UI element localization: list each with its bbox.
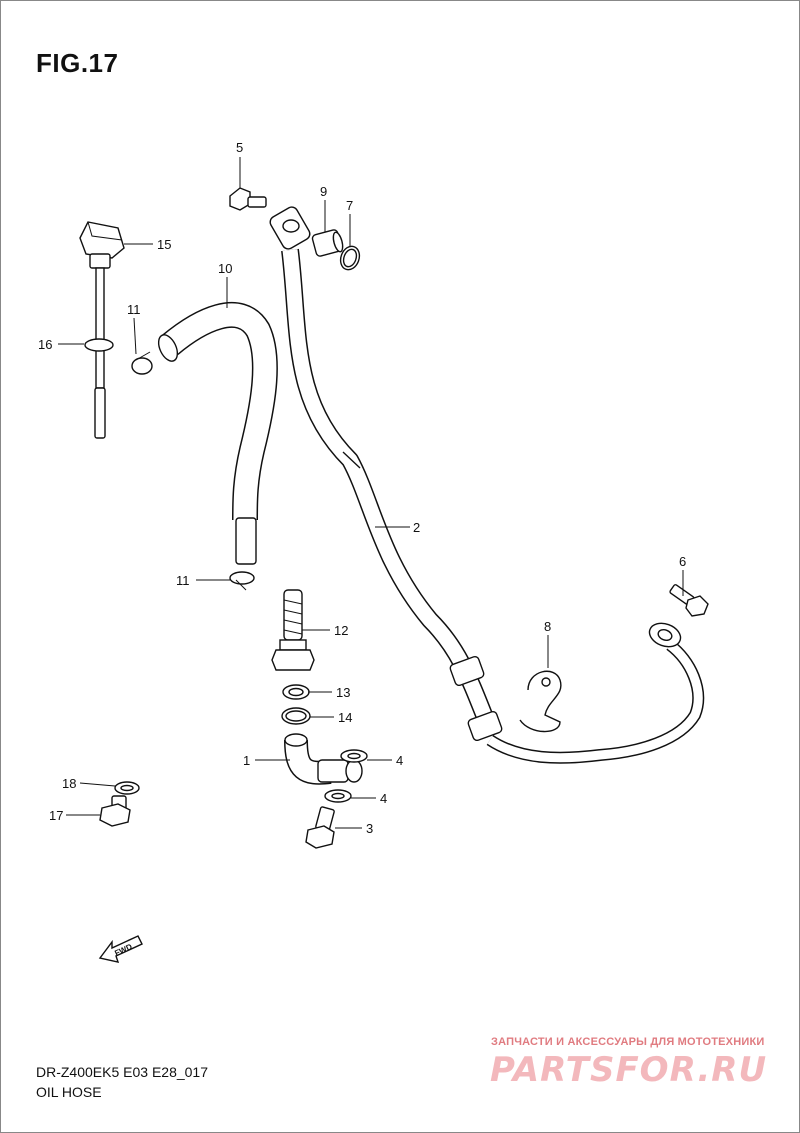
part-4-washer-upper xyxy=(340,749,368,763)
callout-4-lower: 4 xyxy=(380,791,387,806)
part-3-union-bolt xyxy=(305,806,335,849)
fwd-arrow-icon: FWD xyxy=(98,935,143,963)
leader-lines xyxy=(58,157,684,829)
part-14-hose-clamp xyxy=(281,707,311,725)
callout-8: 8 xyxy=(544,619,551,634)
callout-14: 14 xyxy=(338,710,352,725)
callout-6: 6 xyxy=(679,554,686,569)
part-10-breather-hose xyxy=(157,302,278,565)
callout-13: 13 xyxy=(336,685,350,700)
part-18-gasket xyxy=(114,781,140,795)
callout-7: 7 xyxy=(346,198,353,213)
figure-title: FIG.17 xyxy=(36,48,119,78)
part-7-o-ring xyxy=(339,245,361,271)
part-13-gasket xyxy=(282,684,310,700)
part-11-clamp-upper xyxy=(131,351,153,375)
watermark-logo: PARTSFOR.RU xyxy=(490,1050,768,1090)
callout-16: 16 xyxy=(38,337,52,352)
part-4-washer-lower xyxy=(324,789,352,803)
part-2-oil-hose xyxy=(269,206,705,764)
callout-1: 1 xyxy=(243,753,250,768)
callout-5: 5 xyxy=(236,140,243,155)
part-16-dipstick xyxy=(84,267,114,439)
callout-3: 3 xyxy=(366,821,373,836)
callout-12: 12 xyxy=(334,623,348,638)
part-12-union-fitting xyxy=(271,589,315,671)
callout-9: 9 xyxy=(320,184,327,199)
section-name: OIL HOSE xyxy=(36,1084,102,1100)
part-8-pipe-clamp xyxy=(519,670,562,733)
watermark-tagline: ЗАПЧАСТИ И АКСЕССУАРЫ ДЛЯ МОТОТЕХНИКИ xyxy=(491,1036,765,1048)
callout-10: 10 xyxy=(218,261,232,276)
callout-17: 17 xyxy=(49,808,63,823)
part-9-sleeve xyxy=(311,229,344,257)
fwd-label: FWD xyxy=(113,942,134,958)
part-11-clamp-lower xyxy=(229,571,255,591)
part-1-elbow-hose xyxy=(284,733,363,785)
callout-2: 2 xyxy=(413,520,420,535)
part-6-bolt xyxy=(669,584,709,617)
part-17-drain-plug xyxy=(99,795,131,827)
callout-11-upper: 11 xyxy=(127,302,141,317)
model-code: DR-Z400EK5 E03 E28_017 xyxy=(36,1064,208,1080)
callout-15: 15 xyxy=(157,237,171,252)
callout-18: 18 xyxy=(62,776,76,791)
callout-numbers: 5 9 7 15 10 11 16 2 11 6 8 12 13 14 1 4 … xyxy=(38,140,686,836)
part-5-bolt xyxy=(229,187,267,211)
part-15-oil-filler-cap xyxy=(79,221,125,269)
callout-4-upper: 4 xyxy=(396,753,403,768)
callout-11-lower: 11 xyxy=(176,573,190,588)
